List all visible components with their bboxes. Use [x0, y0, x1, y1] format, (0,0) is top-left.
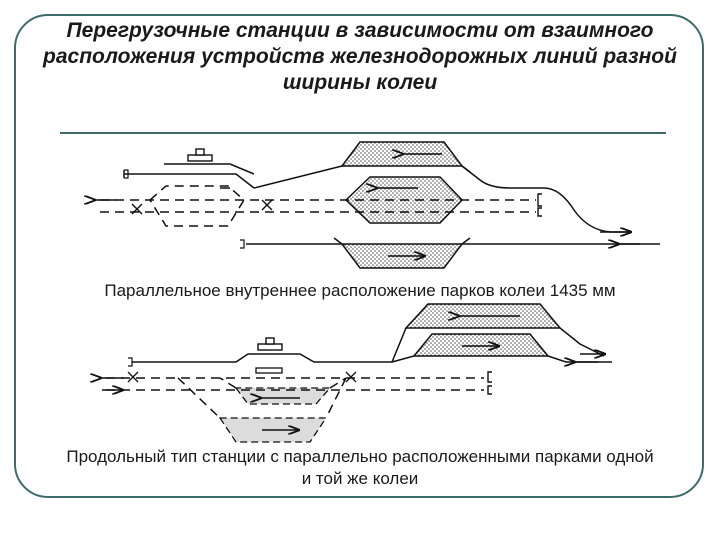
station-building-1: [187, 148, 213, 162]
middle-light-park: [234, 387, 332, 405]
lower-light-park: [218, 417, 328, 443]
slide-title: Перегрузочные станции в зависимости от в…: [43, 19, 677, 94]
title-divider: [60, 132, 666, 134]
upper-park-b: [412, 333, 550, 357]
upper-park-a: [404, 303, 562, 329]
caption-longitudinal-type: Продольный тип станции с параллельно рас…: [66, 447, 654, 488]
upper-park-1520: [340, 141, 464, 167]
lower-park-1520: [340, 243, 464, 269]
station-building-2: [255, 337, 283, 374]
dashed-tracks-longitudinal: [106, 377, 484, 419]
caption-parallel-layout: Параллельное внутреннее расположение пар…: [104, 281, 616, 300]
dashed-tracks-1435: [100, 185, 536, 227]
slide-frame: [14, 14, 704, 498]
